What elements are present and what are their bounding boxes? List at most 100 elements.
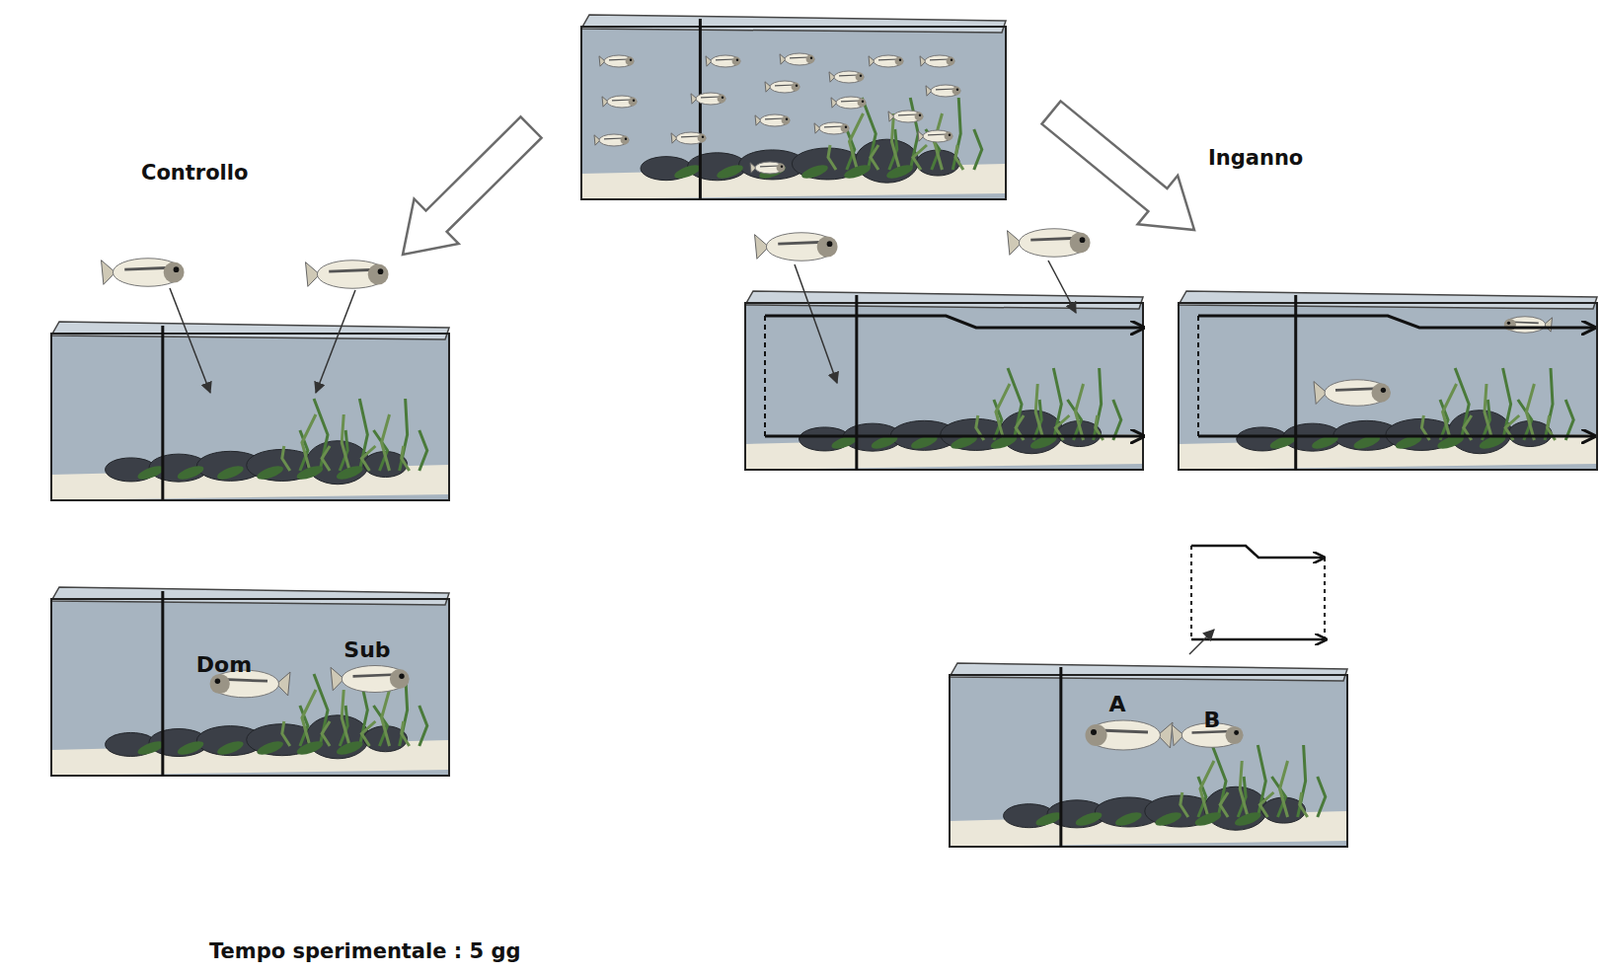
fish-body (695, 92, 726, 105)
fish-head (210, 674, 230, 694)
fish (919, 55, 955, 68)
plant (419, 705, 428, 747)
leaf (1193, 810, 1223, 830)
fish-eye (810, 57, 813, 60)
fish-eye (1090, 729, 1097, 736)
fish-eye (701, 136, 704, 139)
plant (282, 446, 291, 471)
fish-body (604, 55, 634, 68)
leaf (1034, 810, 1065, 830)
fish-label: Dom (196, 652, 252, 678)
plant (373, 705, 387, 747)
plant (995, 383, 1010, 441)
fish-eye (859, 75, 862, 77)
fish (1313, 380, 1391, 406)
tank-top (51, 587, 450, 606)
fish-head (389, 669, 410, 689)
plant (1280, 761, 1289, 818)
fish-body (836, 96, 866, 109)
fish-eye (1380, 387, 1386, 393)
fish (705, 55, 741, 68)
plant (1113, 399, 1122, 441)
plant (1180, 792, 1189, 818)
fish (888, 110, 923, 123)
tank-top (1178, 291, 1598, 309)
fish-body (769, 80, 800, 93)
plant (341, 414, 350, 471)
fish-eye (173, 266, 180, 273)
plant (313, 674, 328, 747)
plant (1200, 761, 1215, 818)
plant (313, 398, 328, 471)
plant (381, 414, 390, 471)
fish-eye (780, 165, 783, 168)
leaf (136, 463, 166, 483)
tank-outline (51, 599, 450, 776)
fish-body (710, 55, 741, 68)
tank-edge (854, 295, 858, 470)
leaf (255, 463, 286, 483)
tank-water (745, 303, 1143, 470)
fish-eye (795, 84, 798, 87)
plant (828, 145, 837, 170)
fish-head (1069, 232, 1091, 254)
leaf (334, 739, 365, 759)
fish-head (776, 163, 786, 173)
fish (599, 55, 634, 68)
fish-eye (736, 59, 739, 62)
fish (829, 71, 864, 83)
plant (361, 721, 376, 747)
fish-head (1085, 724, 1108, 747)
plant (1239, 761, 1248, 818)
fish-head (791, 82, 801, 92)
aquarium-tank (1178, 291, 1598, 470)
fish-eye (950, 59, 953, 62)
fish-body (784, 53, 815, 66)
leaf (136, 739, 166, 759)
block-arrow (402, 116, 542, 255)
fish-head (781, 116, 791, 126)
plant (861, 97, 876, 170)
fish-head (857, 98, 867, 108)
fish-head (895, 57, 905, 67)
fish (750, 161, 785, 174)
leaf (1153, 810, 1184, 830)
tank-node: Dom Sub (51, 587, 450, 776)
leader-arrow (169, 288, 211, 393)
fish-label: Sub (343, 637, 390, 663)
fish-body (924, 55, 955, 68)
fish-head (944, 132, 954, 142)
plant (1484, 383, 1493, 441)
tank-top (581, 14, 1006, 33)
rock (305, 441, 370, 485)
fish-eye (721, 96, 724, 99)
leaf (1113, 810, 1143, 830)
flow-line (764, 315, 1143, 328)
tank-edge (1059, 667, 1063, 847)
fish (755, 114, 790, 127)
plant (1035, 383, 1044, 441)
fish-body (676, 132, 706, 145)
fish (330, 666, 410, 693)
fish-body (893, 110, 923, 123)
leaf (255, 739, 286, 759)
fish-head (855, 73, 865, 82)
fish (755, 232, 839, 262)
fish-eye (785, 118, 788, 121)
plant (321, 721, 330, 747)
fish-head (1225, 726, 1244, 745)
plant (1212, 745, 1226, 818)
group-label: Inganno (1208, 146, 1303, 170)
fish-eye (398, 674, 404, 680)
plant (1317, 776, 1326, 818)
aquarium-tank (745, 291, 1143, 470)
fish-eye (1233, 730, 1239, 736)
fish (917, 130, 953, 143)
leader-arrow (315, 290, 356, 393)
plant (302, 689, 316, 747)
fish-body (765, 232, 837, 262)
rock (1447, 410, 1512, 455)
flow-line (1191, 545, 1323, 558)
fish-body (873, 55, 904, 68)
